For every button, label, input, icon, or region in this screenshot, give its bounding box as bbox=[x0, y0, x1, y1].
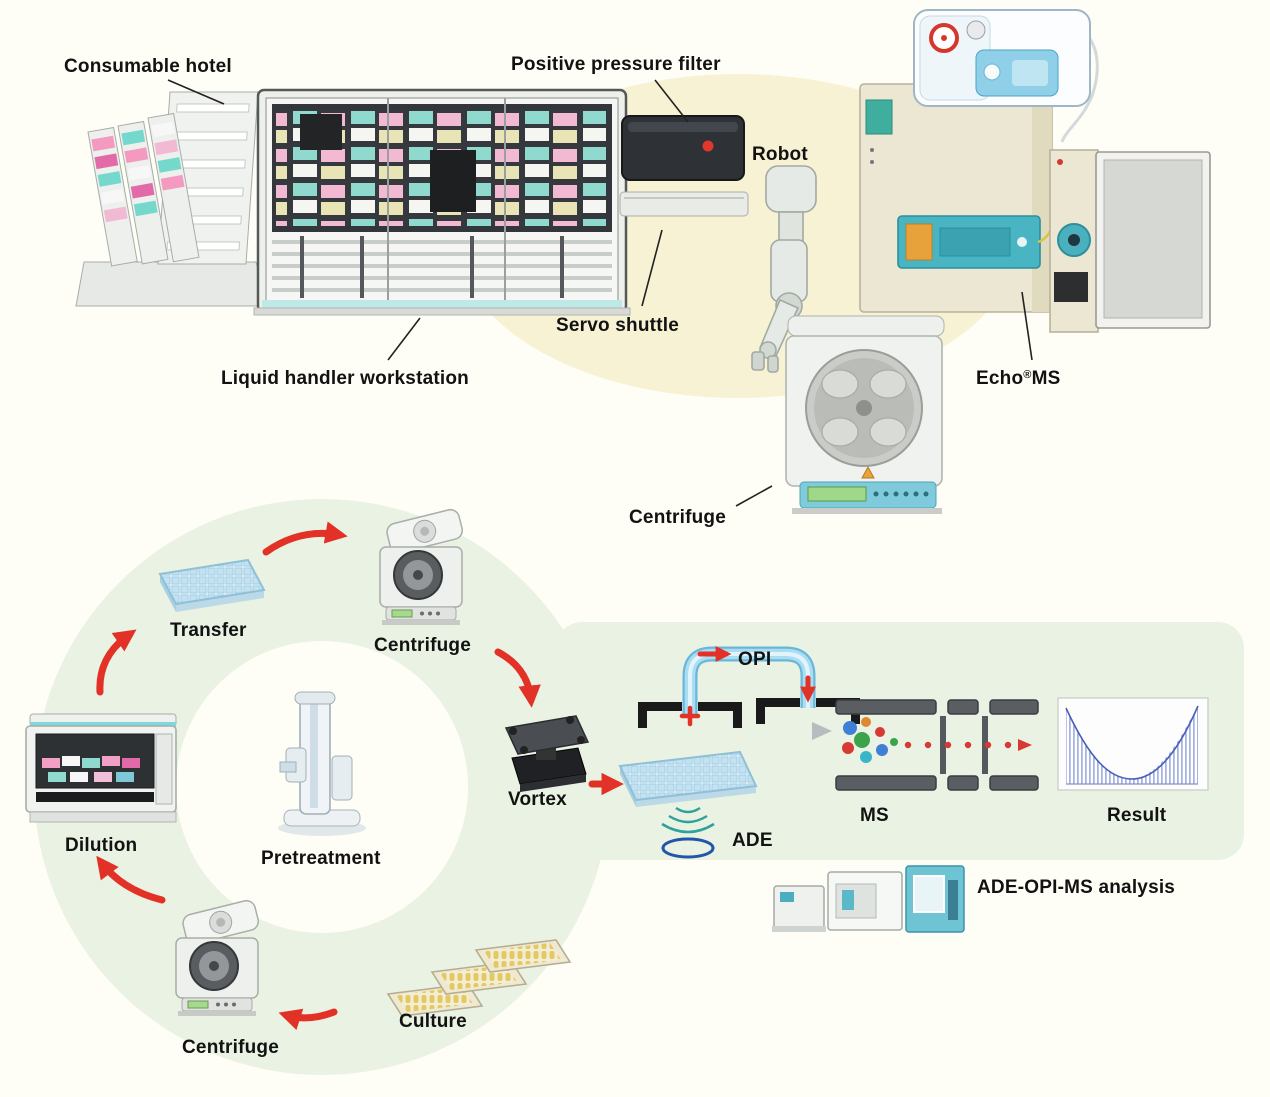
label-opi: OPI bbox=[738, 649, 772, 670]
echo-ms-graphic bbox=[859, 83, 1211, 333]
arrow-dilution-to-transfer bbox=[96, 629, 137, 696]
echo-ms-suffix: MS bbox=[1031, 368, 1061, 389]
arrow-transfer-to-centrifuge bbox=[262, 521, 348, 556]
label-robot: Robot bbox=[752, 144, 808, 165]
label-ms: MS bbox=[860, 805, 889, 826]
arrow-centrifuge-to-vortex bbox=[494, 648, 541, 708]
label-pretreatment: Pretreatment bbox=[261, 848, 381, 869]
arrow-culture-to-centrifuge bbox=[278, 1008, 338, 1031]
green-analysis-band bbox=[556, 622, 1244, 860]
label-analysis-caption: ADE-OPI-MS analysis bbox=[977, 877, 1176, 898]
centrifuge-cycle-bottom-graphic bbox=[175, 897, 262, 1017]
pretreatment-graphic bbox=[278, 691, 366, 836]
consumable-hotel-graphic bbox=[75, 91, 269, 307]
positive-pressure-filter-graphic bbox=[621, 115, 745, 181]
pump-device-graphic bbox=[913, 9, 1099, 143]
analysis-instruments-graphic bbox=[772, 865, 965, 933]
flow-arrows bbox=[96, 521, 817, 1031]
label-ade: ADE bbox=[732, 830, 773, 851]
ade-graphic bbox=[618, 750, 758, 859]
leader-lines bbox=[167, 79, 1033, 507]
label-dilution: Dilution bbox=[65, 835, 138, 856]
label-servo-shuttle: Servo shuttle bbox=[556, 315, 679, 336]
label-vortex: Vortex bbox=[508, 789, 567, 810]
label-echo-ms: Echo®MS bbox=[976, 368, 1060, 390]
arrow-centrifuge-to-dilution bbox=[96, 855, 166, 904]
transfer-plate-graphic bbox=[158, 558, 266, 612]
servo-shuttle-graphic bbox=[619, 191, 749, 217]
liquid-handler-graphic bbox=[253, 88, 631, 316]
label-consumable-hotel: Consumable hotel bbox=[64, 56, 232, 77]
ms-schematic-graphic bbox=[835, 699, 1039, 791]
label-centrifuge-main: Centrifuge bbox=[629, 507, 726, 528]
label-centrifuge-cycle-top: Centrifuge bbox=[374, 635, 471, 656]
result-chart-graphic bbox=[1057, 697, 1209, 791]
vortex-graphic bbox=[504, 715, 590, 792]
label-culture: Culture bbox=[399, 1011, 467, 1032]
label-result: Result bbox=[1107, 805, 1167, 826]
ade-ejection-mark bbox=[679, 705, 701, 727]
label-positive-pressure-filter: Positive pressure filter bbox=[511, 54, 721, 75]
centrifuge-main-graphic bbox=[785, 315, 945, 514]
echo-ms-prefix: Echo bbox=[976, 368, 1024, 389]
centrifuge-cycle-top-graphic bbox=[379, 506, 466, 626]
culture-plates-graphic bbox=[386, 939, 572, 1017]
label-liquid-handler-workstation: Liquid handler workstation bbox=[221, 368, 469, 389]
label-centrifuge-cycle-bottom: Centrifuge bbox=[182, 1037, 279, 1058]
robot-graphic bbox=[751, 165, 817, 373]
label-transfer: Transfer bbox=[170, 620, 247, 641]
echo-ms-registered-mark: ® bbox=[1023, 369, 1032, 381]
dilution-graphic bbox=[25, 713, 177, 823]
